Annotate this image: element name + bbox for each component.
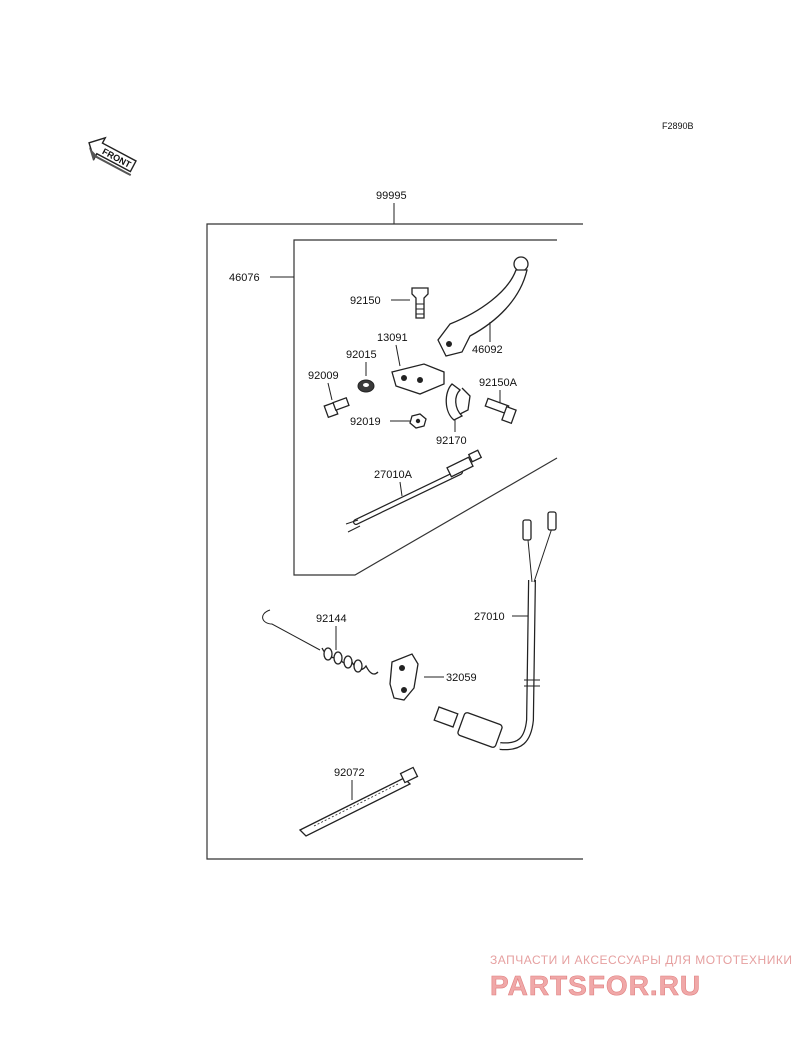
label-27010: 27010 <box>474 611 505 623</box>
spring-92144-part <box>262 609 379 675</box>
bracket-13091-part <box>391 363 445 395</box>
label-46092: 46092 <box>472 344 503 356</box>
label-92150A: 92150A <box>479 377 518 389</box>
tie-92072-part <box>298 766 419 837</box>
label-13091: 13091 <box>377 332 408 344</box>
front-arrow-icon: FRONT <box>88 136 137 177</box>
bracket-32059-part <box>389 653 419 701</box>
switch-27010-part <box>433 511 557 751</box>
label-92072: 92072 <box>334 767 365 779</box>
washer-92015-part <box>357 379 375 393</box>
label-32059: 32059 <box>446 672 477 684</box>
watermark-tagline: ЗАПЧАСТИ И АКСЕССУАРЫ ДЛЯ МОТОТЕХНИКИ <box>490 953 792 967</box>
label-92015: 92015 <box>346 349 377 361</box>
clamp-92170-part <box>445 383 471 421</box>
figure-code: F2890B <box>662 121 694 131</box>
switch-27010A-part <box>345 449 483 533</box>
label-92019: 92019 <box>350 416 381 428</box>
watermark-site: PARTSFOR.RU <box>490 970 701 1001</box>
nut-92019-part <box>409 413 427 429</box>
inner-frame <box>293 239 558 576</box>
bolt-92150-part <box>411 287 429 319</box>
label-46076: 46076 <box>229 272 260 284</box>
lever-part <box>437 256 529 357</box>
label-99995: 99995 <box>376 190 407 202</box>
label-92150: 92150 <box>350 295 381 307</box>
outer-frame <box>206 223 583 860</box>
label-92144: 92144 <box>316 613 347 625</box>
bolt-92150A-part <box>484 397 517 425</box>
label-92170: 92170 <box>436 435 467 447</box>
label-92009: 92009 <box>308 370 339 382</box>
screw-92009-part <box>323 397 350 419</box>
label-27010A: 27010A <box>374 469 413 481</box>
